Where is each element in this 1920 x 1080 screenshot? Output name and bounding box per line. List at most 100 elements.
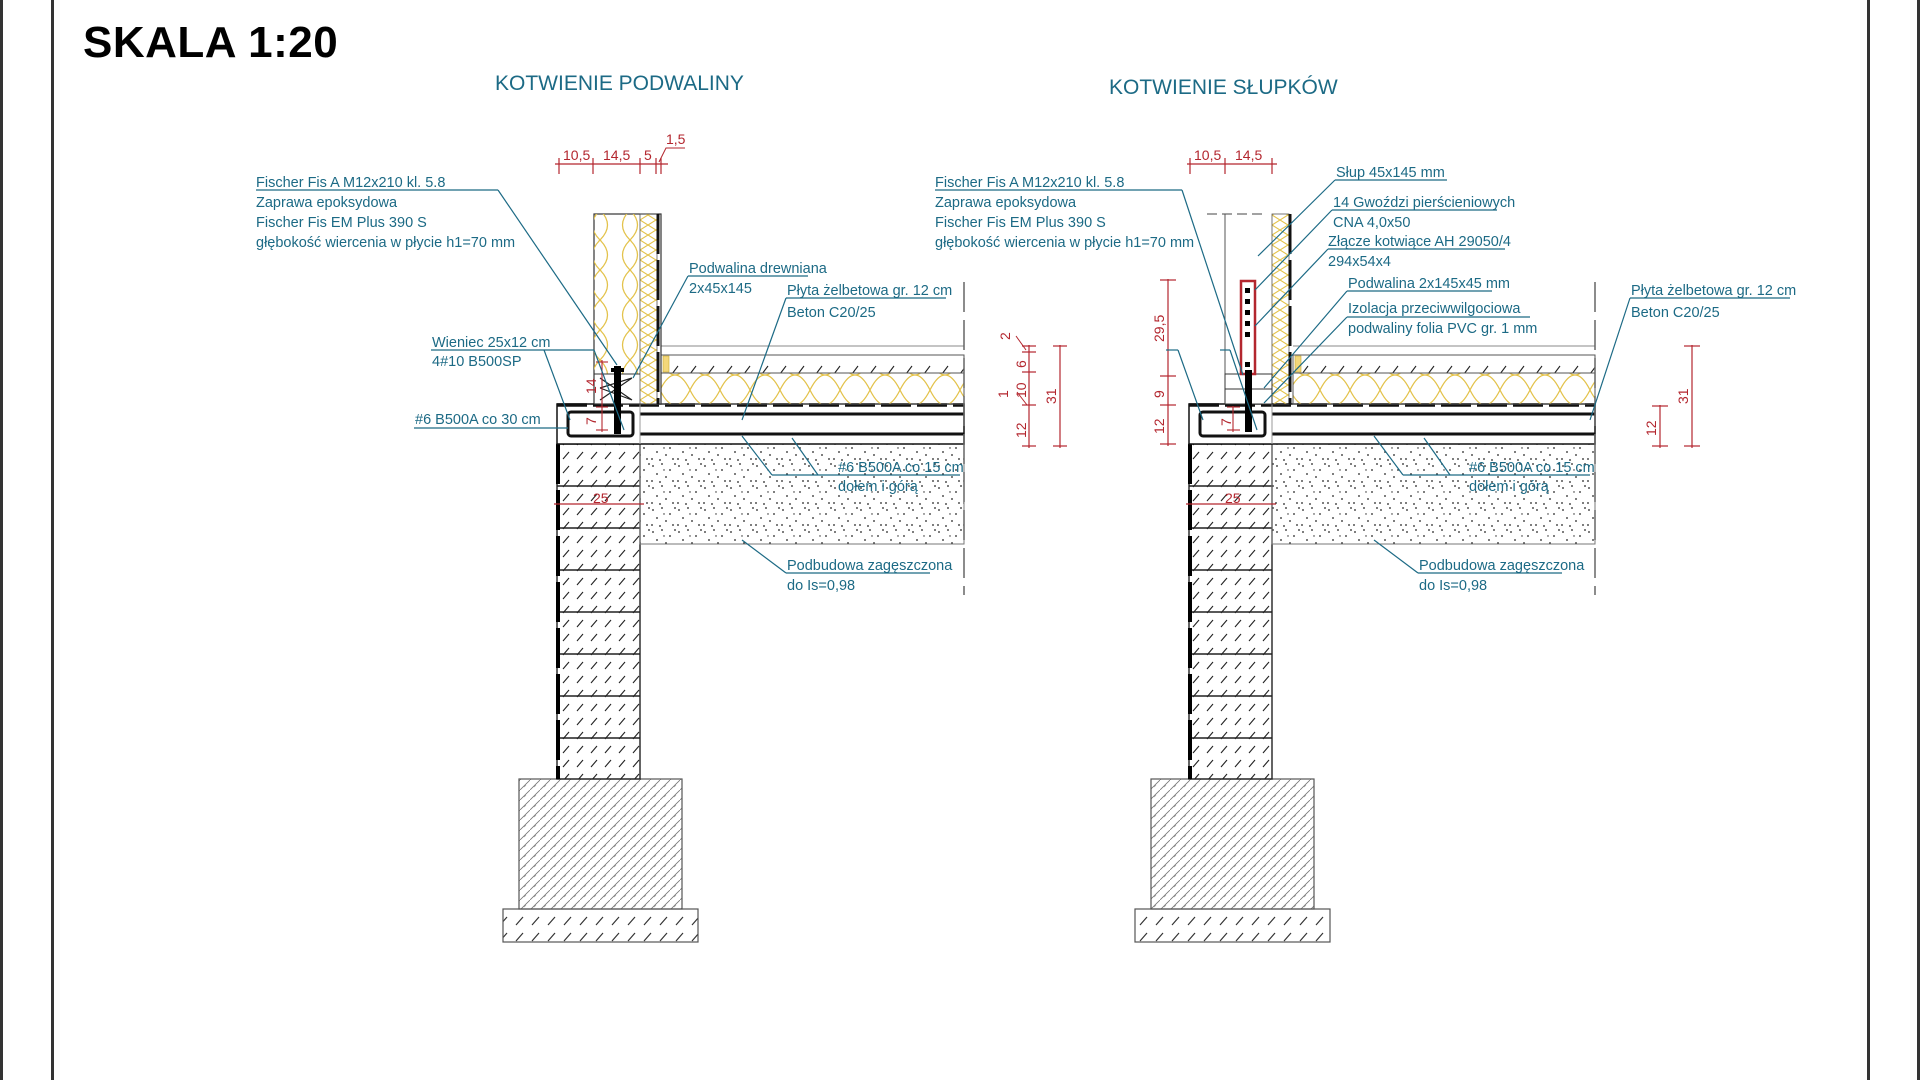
sheet-border-right bbox=[1867, 0, 1870, 1080]
label-ring-beam: 4#10 B500SP bbox=[432, 354, 522, 370]
timber-wall bbox=[593, 213, 662, 405]
label-anchor-line: Fischer Fis A M12x210 kl. 5.8 bbox=[256, 175, 445, 191]
detail-post-anchoring: 10,5 14,5 29,5 9 12 7 25 bbox=[935, 147, 1796, 943]
dim-wall: 25 bbox=[593, 490, 609, 506]
dim-top: 10,5 bbox=[563, 147, 590, 163]
compacted-subbase bbox=[1271, 443, 1596, 545]
dim-top: 1,5 bbox=[666, 131, 686, 147]
label-connector: 294x54x4 bbox=[1328, 254, 1391, 270]
label-sill: 2x45x145 bbox=[689, 281, 752, 297]
label-anchor-line: Fischer Fis A M12x210 kl. 5.8 bbox=[935, 175, 1124, 191]
label-anchor-line: głębokość wiercenia w płycie h1=70 mm bbox=[256, 235, 515, 251]
dim-side: 12 bbox=[1643, 420, 1659, 436]
dim-side: 2 bbox=[997, 332, 1013, 340]
top-dimension-chain: 10,5 14,5 bbox=[1187, 147, 1277, 174]
dim-side: 12 bbox=[1013, 422, 1029, 438]
detail-heading-post-anchoring: KOTWIENIE SŁUPKÓW bbox=[1109, 76, 1338, 99]
label-mesh: dołem i górą bbox=[838, 479, 919, 495]
foundation-wall bbox=[1188, 443, 1273, 780]
label-anchor-line: Zaprawa epoksydowa bbox=[935, 195, 1077, 211]
floor-screed bbox=[660, 354, 965, 374]
annotation-nails: 14 Gwoździ pierścieniowych CNA 4,0x50 bbox=[1254, 195, 1515, 291]
side-dimension-chain: 2 6 10 1 12 31 bbox=[995, 332, 1067, 448]
label-slab: Płyta żelbetowa gr. 12 cm bbox=[787, 283, 952, 299]
dim-top: 14,5 bbox=[603, 147, 630, 163]
dim-left: 29,5 bbox=[1151, 315, 1167, 342]
dim-left: 9 bbox=[1151, 390, 1167, 398]
label-anchor-line: Fischer Fis EM Plus 390 S bbox=[935, 215, 1106, 231]
rc-slab bbox=[1188, 403, 1596, 445]
label-sill: Podwalina drewniana bbox=[689, 261, 828, 277]
anchor-rod bbox=[1245, 370, 1252, 432]
dim-wall: 25 bbox=[1225, 490, 1241, 506]
dim-side: 6 bbox=[1013, 360, 1029, 368]
footing-base bbox=[502, 908, 699, 943]
compacted-subbase bbox=[639, 443, 965, 545]
anchor-connector bbox=[1239, 279, 1257, 376]
dim-inner: 14 bbox=[583, 378, 599, 394]
annotation-anchor: Fischer Fis A M12x210 kl. 5.8 Zaprawa ep… bbox=[256, 175, 618, 366]
dim-inner: 7 bbox=[1218, 418, 1234, 426]
annotation-damp-proofing: Izolacja przeciwwilgociowa podwaliny fol… bbox=[1263, 301, 1537, 404]
dim-side: 1 bbox=[995, 390, 1011, 398]
annotation-ring-beam-leaders bbox=[1166, 349, 1258, 431]
label-connector: Złącze kotwiące AH 29050/4 bbox=[1328, 234, 1511, 250]
annotation-slab: Płyta żelbetowa gr. 12 cm Beton C20/25 bbox=[741, 283, 952, 421]
annotation-stirrups: #6 B500A co 30 cm bbox=[414, 412, 568, 429]
label-subbase: Podbudowa zagęszczona bbox=[1419, 558, 1585, 574]
label-damp: podwaliny folia PVC gr. 1 mm bbox=[1348, 321, 1537, 337]
anchor-rod bbox=[614, 366, 621, 434]
label-post: Słup 45x145 mm bbox=[1336, 165, 1445, 181]
annotation-connector: Złącze kotwiące AH 29050/4 294x54x4 bbox=[1254, 234, 1511, 327]
dim-top: 10,5 bbox=[1194, 147, 1221, 163]
floor-insulation bbox=[1292, 372, 1596, 405]
dim-inner: 7 bbox=[583, 417, 599, 425]
annotation-subbase: Podbudowa zagęszczona do Is=0,98 bbox=[741, 539, 953, 594]
label-nails: CNA 4,0x50 bbox=[1333, 215, 1410, 231]
sheet-border-outer-left bbox=[0, 0, 3, 1080]
detail-heading-sill-anchoring: KOTWIENIE PODWALINY bbox=[495, 72, 744, 95]
annotation-slab: Płyta żelbetowa gr. 12 cm Beton C20/25 bbox=[1589, 283, 1796, 421]
wall-width-dimension: 25 bbox=[1186, 490, 1276, 506]
scale-title: SKALA 1:20 bbox=[83, 18, 339, 67]
label-mesh: #6 B500A co 15 cm bbox=[838, 460, 964, 476]
annotation-post: Słup 45x145 mm bbox=[1257, 165, 1447, 257]
label-nails: 14 Gwoździ pierścieniowych bbox=[1333, 195, 1515, 211]
label-damp: Izolacja przeciwwilgociowa bbox=[1348, 301, 1521, 317]
dim-top: 14,5 bbox=[1235, 147, 1262, 163]
annotation-sill: Podwalina drewniana 2x45x145 bbox=[632, 261, 828, 379]
footing-base bbox=[1134, 908, 1331, 943]
top-dimension-chain: 10,5 14,5 5 1,5 bbox=[555, 131, 686, 174]
annotation-mesh: #6 B500A co 15 cm dołem i górą bbox=[741, 435, 964, 495]
foundation-wall bbox=[556, 443, 641, 780]
footing bbox=[518, 778, 683, 910]
annotation-anchor: Fischer Fis A M12x210 kl. 5.8 Zaprawa ep… bbox=[935, 175, 1244, 376]
label-anchor-line: głębokość wiercenia w płycie h1=70 mm bbox=[935, 235, 1194, 251]
label-subbase: Podbudowa zagęszczona bbox=[787, 558, 953, 574]
rc-slab bbox=[556, 403, 965, 445]
label-subbase: do Is=0,98 bbox=[1419, 578, 1487, 594]
label-anchor-line: Zaprawa epoksydowa bbox=[256, 195, 398, 211]
label-mesh: dołem i górą bbox=[1469, 479, 1550, 495]
floor-insulation bbox=[660, 372, 965, 405]
dim-top: 5 bbox=[644, 147, 652, 163]
label-ring-beam: Wieniec 25x12 cm bbox=[432, 335, 550, 351]
side-dimension-chain: 12 31 bbox=[1643, 345, 1700, 448]
dim-left: 12 bbox=[1151, 418, 1167, 434]
dim-side: 10 bbox=[1013, 382, 1029, 398]
label-sill: Podwalina 2x145x45 mm bbox=[1348, 276, 1510, 292]
footing bbox=[1150, 778, 1315, 910]
sheet-border-outer-right bbox=[1917, 0, 1920, 1080]
wall-width-dimension: 25 bbox=[554, 490, 644, 506]
sheet-border-left bbox=[51, 0, 54, 1080]
left-dimension-chain: 29,5 9 12 7 bbox=[1151, 279, 1240, 446]
label-slab: Beton C20/25 bbox=[787, 305, 876, 321]
annotation-ring-beam: Wieniec 25x12 cm 4#10 B500SP bbox=[431, 335, 625, 431]
annotation-mesh: #6 B500A co 15 cm dołem i górą bbox=[1373, 435, 1595, 495]
label-slab: Płyta żelbetowa gr. 12 cm bbox=[1631, 283, 1796, 299]
label-slab: Beton C20/25 bbox=[1631, 305, 1720, 321]
annotation-sill: Podwalina 2x145x45 mm bbox=[1263, 276, 1510, 389]
dim-side: 31 bbox=[1675, 388, 1691, 404]
detail-sill-anchoring: 10,5 14,5 5 1,5 14 7 25 bbox=[256, 131, 1067, 943]
